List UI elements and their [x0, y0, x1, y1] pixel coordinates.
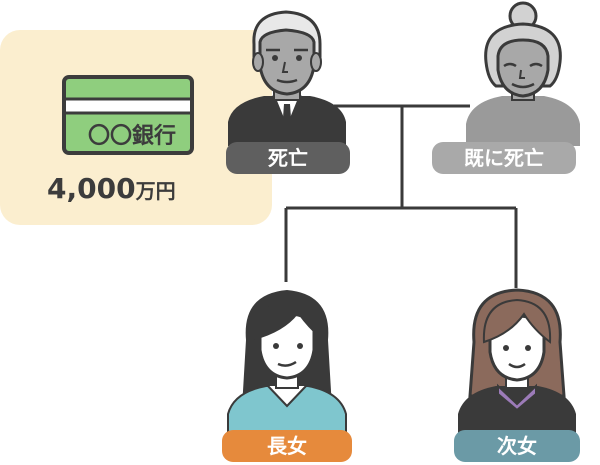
second-daughter-label: 次女: [454, 430, 580, 462]
bank-card-icon: 〇〇銀行: [62, 75, 194, 155]
eldest-daughter-avatar: [227, 290, 347, 434]
second-daughter-avatar: [458, 288, 576, 434]
mother-label: 既に死亡: [432, 142, 576, 174]
inheritance-amount: 4,000万円: [47, 172, 217, 205]
father-label: 死亡: [226, 142, 350, 174]
amount-value: 4,000: [47, 172, 136, 205]
amount-unit: 万円: [135, 179, 176, 203]
eldest-daughter-label: 長女: [222, 430, 352, 462]
mother-avatar: [466, 1, 580, 146]
father-avatar: [228, 10, 346, 146]
bank-card-label: 〇〇銀行: [88, 123, 176, 149]
